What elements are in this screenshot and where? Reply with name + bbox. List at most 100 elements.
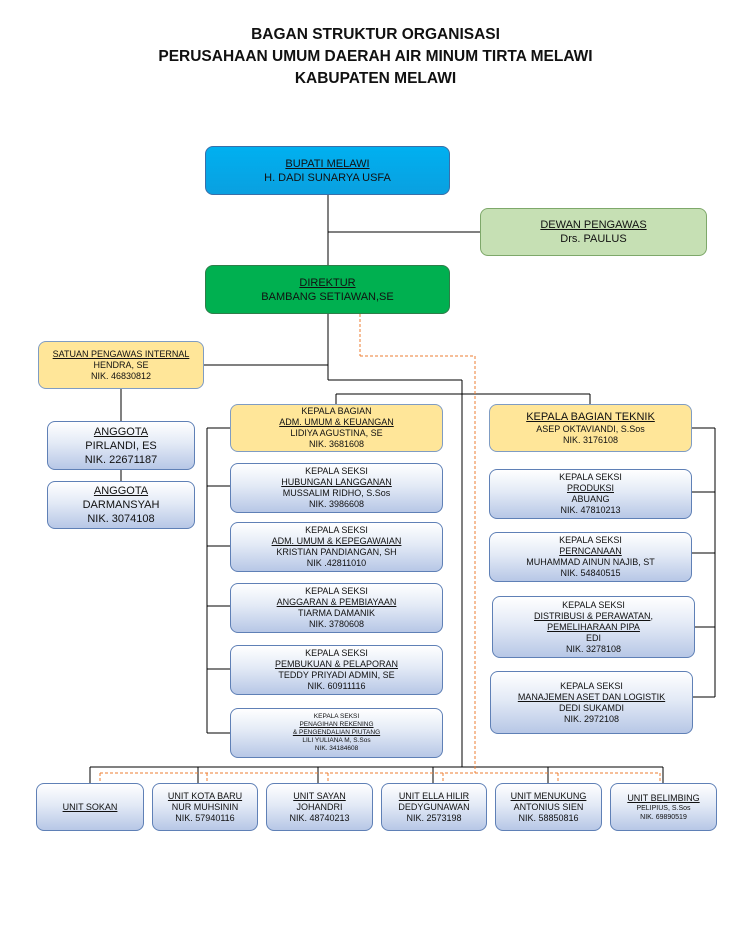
seksi-name: LILI YULIANA M, S.Sos — [302, 737, 371, 744]
seksi-teknik-box: KEPALA SEKSI PERNCANAAN MUHAMMAD AINUN N… — [489, 532, 692, 582]
seksi-teknik-box: KEPALA SEKSI DISTRIBUSI & PERAWATAN, PEM… — [492, 596, 695, 658]
seksi-role-line1: DISTRIBUSI & PERAWATAN, — [533, 610, 653, 621]
spi-nik: NIK. 46830812 — [90, 370, 152, 381]
seksi-name: ABUANG — [571, 494, 610, 504]
seksi-nik: NIK. 3986608 — [308, 499, 365, 509]
seksi-name: EDI — [585, 632, 601, 643]
unit-box: UNIT BELIMBING PELIPIUS, S.Sos NIK. 6989… — [610, 783, 717, 831]
unit-box: UNIT KOTA BARU NUR MUHSININ NIK. 5794011… — [152, 783, 258, 831]
unit-nik: NIK. 58850816 — [518, 812, 579, 823]
unit-role: UNIT ELLA HILIR — [398, 790, 470, 801]
unit-box: UNIT MENUKUNG ANTONIUS SIEN NIK. 5885081… — [495, 783, 602, 831]
seksi-nik: NIK. 54840515 — [560, 568, 621, 578]
unit-nik: NIK. 48740213 — [289, 812, 350, 823]
seksi-teknik-box: KEPALA SEKSI PRODUKSI ABUANG NIK. 478102… — [489, 469, 692, 519]
page-title-line1: BAGAN STRUKTUR ORGANISASI — [251, 26, 500, 43]
kabag-umum-box: KEPALA BAGIAN ADM. UMUM & KEUANGAN LIDIY… — [230, 404, 443, 452]
spi-box: SATUAN PENGAWAS INTERNAL HENDRA, SE NIK.… — [38, 341, 204, 389]
unit-role: UNIT SOKAN — [62, 801, 118, 812]
seksi-nik: NIK. 47810213 — [560, 505, 621, 515]
kabag-teknik-name: ASEP OKTAVIANDI, S.Sos — [536, 424, 645, 434]
seksi-name: TEDDY PRIYADI ADMIN, SE — [278, 670, 395, 680]
seksi-nik: NIK. 3780608 — [308, 619, 365, 629]
seksi-box: KEPALA SEKSI ANGGARAN & PEMBIAYAAN TIARM… — [230, 583, 443, 633]
seksi-penagihan-box: KEPALA SEKSI PENAGIHAN REKENING & PENGEN… — [230, 708, 443, 758]
unit-box: UNIT ELLA HILIR DEDYGUNAWAN NIK. 2573198 — [381, 783, 487, 831]
anggota-name: DARMANSYAH — [82, 499, 160, 511]
seksi-nik: NIK. 34184608 — [314, 745, 359, 752]
anggota-role: ANGGOTA — [93, 485, 149, 497]
seksi-name: KRISTIAN PANDIANGAN, SH — [276, 547, 397, 557]
seksi-name: MUSSALIM RIDHO, S.Sos — [282, 488, 391, 498]
seksi-role: ANGGARAN & PEMBIAYAAN — [276, 597, 397, 607]
page-title-line2: PERUSAHAAN UMUM DAERAH AIR MINUM TIRTA M… — [158, 48, 593, 65]
kabag-umum-nik: NIK. 3681608 — [308, 439, 365, 449]
seksi-label: KEPALA SEKSI — [305, 648, 368, 658]
seksi-box: KEPALA SEKSI ADM. UMUM & KEPEGAWAIAN KRI… — [230, 522, 443, 572]
kabag-umum-role: ADM. UMUM & KEUANGAN — [279, 417, 394, 427]
unit-name: ANTONIUS SIEN — [513, 801, 584, 812]
seksi-name: TIARMA DAMANIK — [297, 608, 375, 618]
seksi-label: KEPALA SEKSI — [559, 472, 622, 482]
seksi-label: KEPALA SEKSI — [305, 466, 368, 476]
dewan-name: Drs. PAULUS — [560, 233, 627, 245]
anggota-name: PIRLANDI, ES — [85, 439, 157, 452]
seksi-nik: NIK .42811010 — [306, 558, 367, 568]
seksi-label: KEPALA SEKSI — [560, 680, 623, 691]
unit-role: UNIT MENUKUNG — [510, 790, 587, 801]
seksi-role: ADM. UMUM & KEPEGAWAIAN — [271, 536, 402, 546]
dewan-pengawas-box: DEWAN PENGAWAS Drs. PAULUS — [480, 208, 707, 256]
unit-name: PELIPIUS, S.Sos — [636, 804, 691, 812]
unit-role: UNIT BELIMBING — [627, 792, 700, 803]
seksi-teknik-box: KEPALA SEKSI MANAJEMEN ASET DAN LOGISTIK… — [490, 671, 693, 734]
seksi-box: KEPALA SEKSI HUBUNGAN LANGGANAN MUSSALIM… — [230, 463, 443, 513]
kabag-teknik-box: KEPALA BAGIAN TEKNIK ASEP OKTAVIANDI, S.… — [489, 404, 692, 452]
seksi-label: KEPALA SEKSI — [313, 713, 360, 720]
unit-box: UNIT SAYAN JOHANDRI NIK. 48740213 — [266, 783, 373, 831]
seksi-name: DEDI SUKAMDI — [558, 702, 624, 713]
seksi-role-line2: & PENGENDALIAN PIUTANG — [292, 729, 381, 736]
seksi-role-line1: PENAGIHAN REKENING — [299, 721, 374, 728]
kabag-teknik-nik: NIK. 3176108 — [562, 435, 619, 445]
anggota-role: ANGGOTA — [93, 425, 149, 438]
seksi-nik: NIK. 2972108 — [563, 713, 620, 724]
unit-nik: NIK. 2573198 — [406, 812, 462, 823]
unit-box: UNIT SOKAN — [36, 783, 144, 831]
seksi-box: KEPALA SEKSI PEMBUKUAN & PELAPORAN TEDDY… — [230, 645, 443, 695]
spi-name: HENDRA, SE — [93, 359, 149, 370]
seksi-role: HUBUNGAN LANGGANAN — [281, 477, 392, 487]
anggota-nik: NIK. 3074108 — [87, 513, 155, 525]
kabag-teknik-role: KEPALA BAGIAN TEKNIK — [526, 411, 655, 423]
seksi-nik: NIK. 3278108 — [565, 643, 622, 654]
page-title-line3: KABUPATEN MELAWI — [294, 70, 457, 87]
unit-name: DEDYGUNAWAN — [398, 801, 470, 812]
unit-name: NUR MUHSININ — [171, 801, 239, 812]
unit-role: UNIT KOTA BARU — [167, 790, 243, 801]
seksi-role: PERNCANAAN — [559, 546, 622, 556]
anggota-nik: NIK. 22671187 — [84, 453, 158, 466]
bupati-role: BUPATI MELAWI — [285, 157, 370, 170]
unit-name: JOHANDRI — [296, 801, 343, 812]
anggota-box: ANGGOTA DARMANSYAH NIK. 3074108 — [47, 481, 195, 529]
kabag-umum-name: LIDIYA AGUSTINA, SE — [290, 428, 383, 438]
spi-role: SATUAN PENGAWAS INTERNAL — [52, 348, 190, 359]
dewan-role: DEWAN PENGAWAS — [540, 219, 647, 231]
anggota-box: ANGGOTA PIRLANDI, ES NIK. 22671187 — [47, 421, 195, 470]
kabag-umum-label: KEPALA BAGIAN — [301, 406, 372, 416]
direktur-box: DIREKTUR BAMBANG SETIAWAN,SE — [205, 265, 450, 314]
unit-role: UNIT SAYAN — [293, 790, 346, 801]
seksi-name: MUHAMMAD AINUN NAJIB, ST — [526, 557, 655, 567]
seksi-label: KEPALA SEKSI — [305, 586, 368, 596]
bupati-name: H. DADI SUNARYA USFA — [264, 171, 391, 184]
seksi-label: KEPALA SEKSI — [562, 599, 625, 610]
bupati-box: BUPATI MELAWI H. DADI SUNARYA USFA — [205, 146, 450, 195]
seksi-role: PRODUKSI — [566, 483, 614, 493]
unit-nik: NIK. 69890519 — [640, 813, 687, 821]
seksi-nik: NIK. 60911116 — [307, 681, 366, 691]
seksi-role: PEMBUKUAN & PELAPORAN — [274, 659, 399, 669]
seksi-label: KEPALA SEKSI — [305, 525, 368, 535]
seksi-label: KEPALA SEKSI — [559, 535, 622, 545]
seksi-role-line2: PEMELIHARAAN PIPA — [547, 621, 640, 632]
direktur-role: DIREKTUR — [299, 276, 356, 289]
